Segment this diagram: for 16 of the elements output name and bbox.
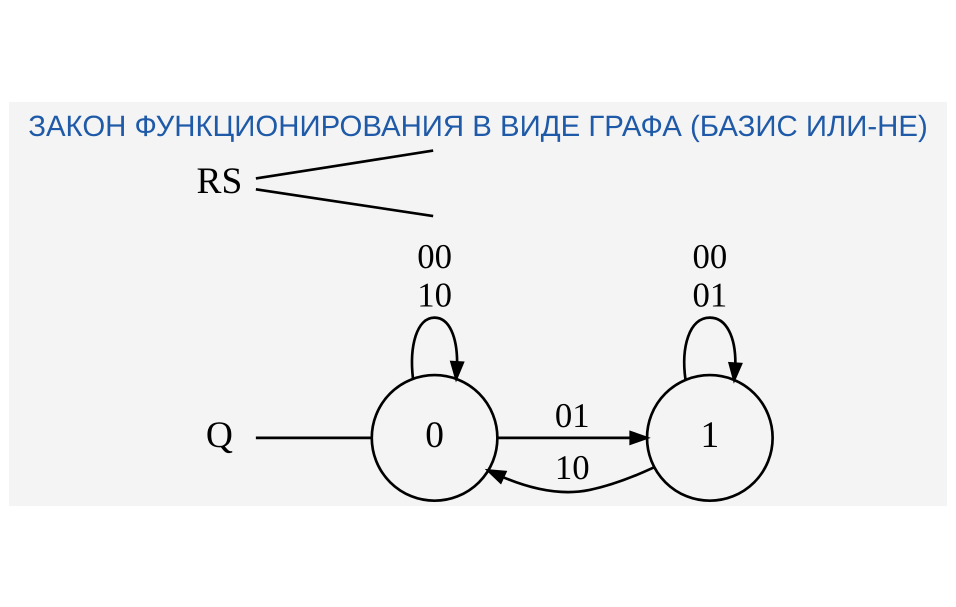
edge-label: 00 10 xyxy=(417,236,452,314)
node-circle: 1 xyxy=(646,373,774,502)
edge-label: 10 xyxy=(554,448,590,487)
node-circle: 0 xyxy=(370,373,499,502)
node-text: RS xyxy=(196,160,242,202)
connector xyxy=(256,187,434,217)
edge-label: 01 xyxy=(554,395,590,434)
arrow xyxy=(497,430,651,445)
edge-label: 00 01 xyxy=(692,236,728,314)
arrow xyxy=(410,316,465,382)
node-text: Q xyxy=(206,414,233,456)
connector xyxy=(256,148,434,180)
arrow xyxy=(682,316,743,384)
arrow xyxy=(484,466,654,493)
connector xyxy=(256,436,372,439)
diagram-title: ЗАКОН ФУНКЦИОНИРОВАНИЯ В ВИДЕ ГРАФА (БАЗИС ИЛИ-НЕ) xyxy=(28,110,928,143)
